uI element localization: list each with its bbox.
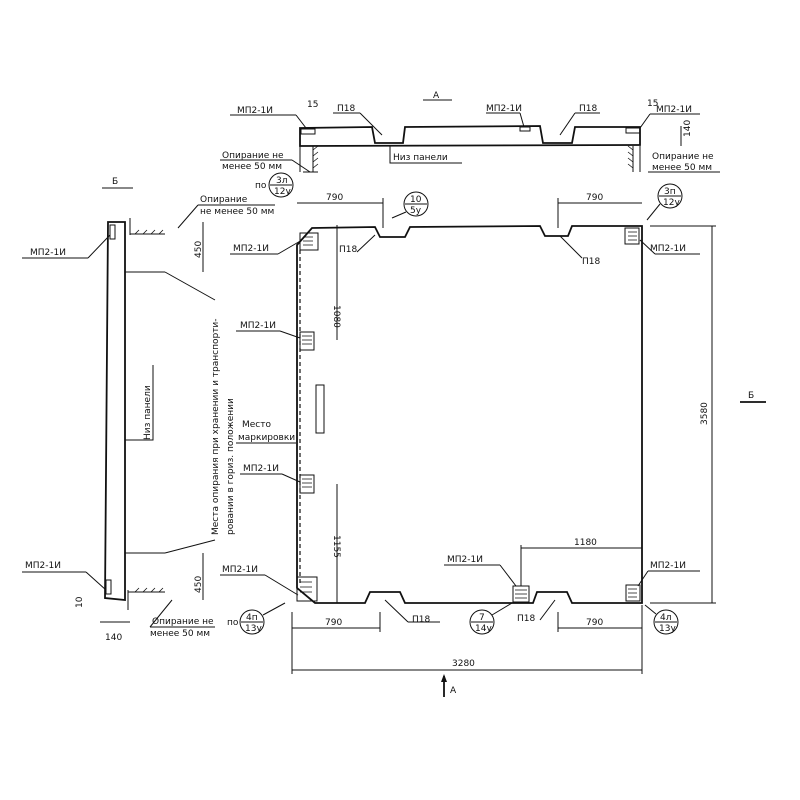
label-mp: МП2-1И xyxy=(233,244,269,254)
label-support: менее 50 мм xyxy=(652,163,712,173)
dim-450: 450 xyxy=(194,576,204,593)
dim-1080: 1080 xyxy=(331,305,341,328)
label-storage-supports: ровании в гориз. положении xyxy=(226,398,236,535)
ref-7: 7 14у xyxy=(469,602,513,635)
ref-bottom: 5у xyxy=(410,206,422,216)
label-support: Опирание xyxy=(200,195,248,205)
section-cut-label-a: А xyxy=(450,686,457,696)
ref-10: 10 5у xyxy=(391,191,429,219)
ref-3l: по 3л 12у xyxy=(255,172,294,198)
mp-plate xyxy=(296,576,318,602)
label-p18: П18 xyxy=(337,104,355,114)
ref-bottom: 14у xyxy=(475,624,492,634)
label-mp: МП2-1И xyxy=(25,561,61,571)
label-mp-right: МП2-1И xyxy=(656,105,692,115)
label-mp: МП2-1И xyxy=(650,244,686,254)
section-cut-label-b: Б xyxy=(748,391,754,401)
label-mp: МП2-1И xyxy=(240,321,276,331)
dim-3280: 3280 xyxy=(452,659,475,669)
marking-place xyxy=(315,384,325,434)
ref-4p: по 4п 13у xyxy=(227,602,286,635)
label-support: Опирание не xyxy=(222,151,284,161)
label-mp-mid: МП2-1И xyxy=(486,104,522,114)
ref-top: 3п xyxy=(664,187,676,197)
ref-bottom: 13у xyxy=(659,624,676,634)
label-panel-bottom: Низ панели xyxy=(393,153,448,163)
section-b-title: Б xyxy=(112,177,118,187)
label-support: Опирание не xyxy=(152,617,214,627)
section-b: Б МП2-1И МП2-1И 450 450 10 140 Низ панел… xyxy=(22,177,275,643)
dim-3580: 3580 xyxy=(700,402,710,425)
ref-bottom: 12у xyxy=(663,198,680,208)
ref-3p: 3п 12у xyxy=(646,183,683,221)
dim-1180: 1180 xyxy=(574,538,597,548)
dim-450: 450 xyxy=(194,241,204,258)
panel-section-a xyxy=(299,125,641,147)
section-a: А МП2-1И 15 П18 МП2-1И П18 15 МП2-1И 140… xyxy=(220,91,720,173)
dim-790: 790 xyxy=(326,193,343,203)
label-p18: П18 xyxy=(339,245,357,255)
panel-section-b xyxy=(104,221,126,601)
mp-plate xyxy=(299,331,315,351)
mp-plate xyxy=(625,584,641,602)
label-mp: МП2-1И xyxy=(30,248,66,258)
mp-plate xyxy=(299,474,315,494)
label-marking: Место xyxy=(242,420,271,430)
label-mp: МП2-1И xyxy=(650,561,686,571)
ref-bottom: 12у xyxy=(274,187,291,197)
label-support: менее 50 мм xyxy=(150,629,210,639)
label-mp: МП2-1И xyxy=(222,565,258,575)
label-mp: МП2-1И xyxy=(447,555,483,565)
label-p18: П18 xyxy=(517,614,535,624)
dim-790: 790 xyxy=(586,618,603,628)
dim-15: 15 xyxy=(307,100,318,110)
ref-bottom: 13у xyxy=(245,624,262,634)
label-p18: П18 xyxy=(582,257,600,267)
panel-outline xyxy=(296,225,643,604)
ref-top: 10 xyxy=(410,195,422,205)
dim-140: 140 xyxy=(683,120,693,137)
label-po: по xyxy=(255,181,267,191)
dim-1155: 1155 xyxy=(331,535,341,558)
label-marking: маркировки xyxy=(238,433,295,443)
label-panel-bottom: Низ панели xyxy=(143,385,153,440)
label-po: по xyxy=(227,618,239,628)
ref-4l: 4л 13у xyxy=(644,604,679,635)
mp-plate xyxy=(625,127,641,134)
label-support: Опирание не xyxy=(652,152,714,162)
section-a-title: А xyxy=(433,91,440,101)
mp-plate xyxy=(624,227,640,245)
label-storage-supports: Места опирания при хранении и транспорти… xyxy=(211,318,221,535)
mp-plate xyxy=(299,232,319,251)
dim-790: 790 xyxy=(325,618,342,628)
label-support: менее 50 мм xyxy=(222,162,282,172)
dim-140: 140 xyxy=(105,633,122,643)
dim-10: 10 xyxy=(75,596,85,608)
label-p18: П18 xyxy=(579,104,597,114)
label-support: не менее 50 мм xyxy=(200,207,274,217)
ref-top: 3л xyxy=(276,176,287,186)
ref-top: 7 xyxy=(479,613,485,623)
ref-top: 4п xyxy=(246,613,258,623)
dim-15: 15 xyxy=(647,99,658,109)
ref-top: 4л xyxy=(660,613,671,623)
panel-plan: Место маркировки 790 790 1080 1155 1180 … xyxy=(220,172,766,697)
support-right xyxy=(632,146,641,172)
label-mp: МП2-1И xyxy=(243,464,279,474)
label-mp-left: МП2-1И xyxy=(237,106,273,116)
dim-790: 790 xyxy=(586,193,603,203)
mp-plate xyxy=(300,128,316,135)
support-left xyxy=(299,146,318,173)
label-p18: П18 xyxy=(412,615,430,625)
mp-plate xyxy=(519,126,531,132)
